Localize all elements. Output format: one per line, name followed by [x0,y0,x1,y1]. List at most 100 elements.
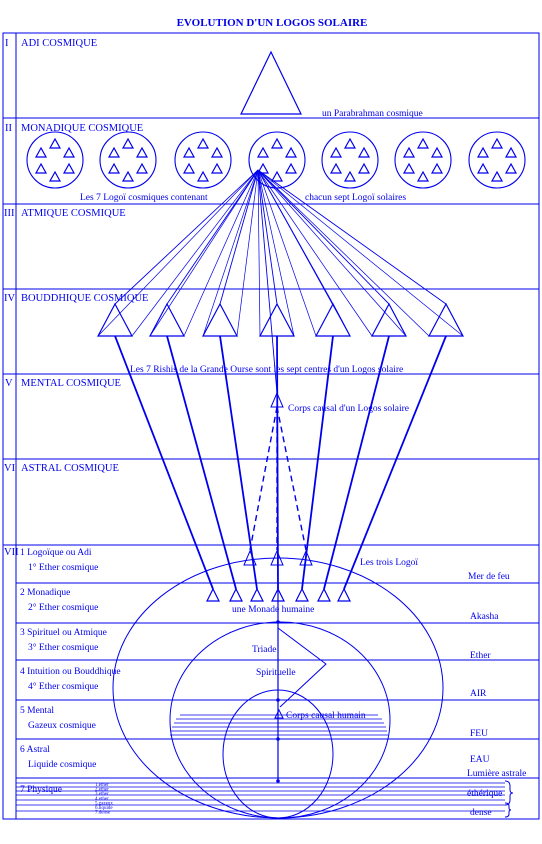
plane-2-numeral: II [5,123,12,134]
monad-triangles-group [206,587,351,602]
logoi-label-left: Les 7 Logoï cosmiques contenant [80,193,208,203]
plane-3-numeral: III [4,208,15,219]
element-label-3: Ether [470,651,491,661]
solar-logos-triangle [34,162,48,174]
cosmic-logos-4 [248,131,306,189]
cosmic-logos-circle [321,131,379,189]
rishi-descent-line [114,335,214,590]
rishi-descent-line [276,335,279,590]
outer-frame [2,32,540,820]
element-label-5: FEU [470,729,488,739]
parabrahman-triangle [240,50,302,115]
physical-subplane-tiny-label: 1.ether [95,783,109,788]
solar-logos-triangle [270,137,284,149]
fan-line [257,169,447,305]
solar-logos-triangle [48,170,62,182]
solar-causal-label: Corps causal d'un Logos solaire [288,404,409,414]
fan-line [236,169,259,337]
human-causal-triangle [274,708,284,719]
solar-logos-triangle [402,146,416,158]
monad-triangle-7 [337,587,351,602]
solar-logos-triangle [210,162,224,174]
solar-logos-triangle [357,162,371,174]
plane-4-numeral: IV [4,293,15,304]
cosmic-logos-circle [248,131,306,189]
rishi-triangle-4 [259,302,295,337]
cosmic-logos-circle [468,131,526,189]
fan-line [219,169,259,305]
physical-subplane-tiny-label: 7.dense [95,811,111,816]
cosmic-logos-6 [394,131,452,189]
mental-hatch-lines [170,714,388,736]
cosmic-logos-3 [174,131,232,189]
solar-plane-4-sub: 4° Ether cosmique [28,681,98,692]
solar-logos-triangle [284,146,298,158]
human-causal-label: Corps causal humain [286,711,366,721]
fan-line [257,169,390,305]
rishis-label: Les 7 Rishis de la Grande Ourse sont les… [130,365,403,375]
solar-plane-5-sub: Gazeux cosmique [28,721,96,731]
logos-triangle-3 [299,549,313,566]
fan-line [257,169,407,337]
fan-line [166,169,259,305]
plane-2-name: MONADIQUE COSMIQUE [21,123,143,134]
solar-plane-3-name: 3 Spirituel ou Atmique [20,628,107,638]
dense-label: dense [470,808,492,818]
rishi-descent-line [323,335,390,590]
rishi-triangle-2 [149,302,185,337]
solar-plane-6-sub: Liquide cosmique [28,760,96,770]
solar-logos-triangle [329,146,343,158]
trois-logoi-label: Les trois Logoï [360,558,418,568]
solar-plane-4-name: 4 Intuition ou Bouddhique [20,667,121,677]
solar-logos-triangle [343,137,357,149]
solar-logos-triangle [256,146,270,158]
solar-logos-triangle [182,162,196,174]
rishi-triangle-7 [428,302,464,337]
solar-logos-triangle [135,146,149,158]
solar-logos-triangle [62,162,76,174]
solar-logos-triangle [504,146,518,158]
logos-triangle-1 [243,549,257,566]
cosmic-logos-1 [26,131,84,189]
solar-plane-2-name: 2 Monadique [20,588,70,598]
cosmic-logos-circle [174,131,232,189]
fan-line [257,169,278,394]
fan-line [183,169,259,337]
solar-logos-triangle [490,137,504,149]
fan-lines-group [97,169,464,394]
solar-plane-labels: 1 Logoïque ou Adi 1° Ether cosmique 2 Mo… [20,548,121,795]
cosmic-logoi-group [26,131,526,189]
solar-logos-triangle [121,137,135,149]
solar-plane-1-sub: 1° Ether cosmique [28,562,98,573]
triade-label: Triade [252,645,276,655]
monad-triangle-3 [250,587,264,602]
monade-label: une Monade humaine [232,605,314,615]
solar-plane-1-name: 1 Logoïque ou Adi [20,548,92,558]
axis-dots [276,620,280,783]
rishi-to-monad-lines [114,335,447,590]
solar-logos-triangle [182,146,196,158]
etheric-brace [504,780,514,806]
physical-subplane-tiny-label: 5.gazeux [95,801,113,806]
solar-logos-triangle [357,146,371,158]
element-labels: Mer de feu Akasha Ether AIR FEU EAU Lumi… [467,571,526,818]
solar-plane-2-sub: 2° Ether cosmique [28,602,98,613]
element-label-6: EAU [470,755,490,765]
fan-line [257,169,278,305]
rishi-descent-line [219,335,258,590]
plane-3-name: ATMIQUE COSMIQUE [21,208,126,219]
solar-logos-triangle [107,146,121,158]
solar-logos-triangle [34,146,48,158]
fan-line [257,169,261,337]
solar-logos-triangle [256,162,270,174]
fan-line [257,169,295,337]
logoi-label-right: chacun sept Logoï solaires [305,193,406,203]
element-label-1: Mer de feu [468,571,510,582]
solar-logos-triangle [504,162,518,174]
fan-line [257,169,317,337]
solar-logos-triangle [121,170,135,182]
fan-line [257,169,464,337]
fan-line [149,169,259,337]
physical-subplane-lines [16,782,505,812]
